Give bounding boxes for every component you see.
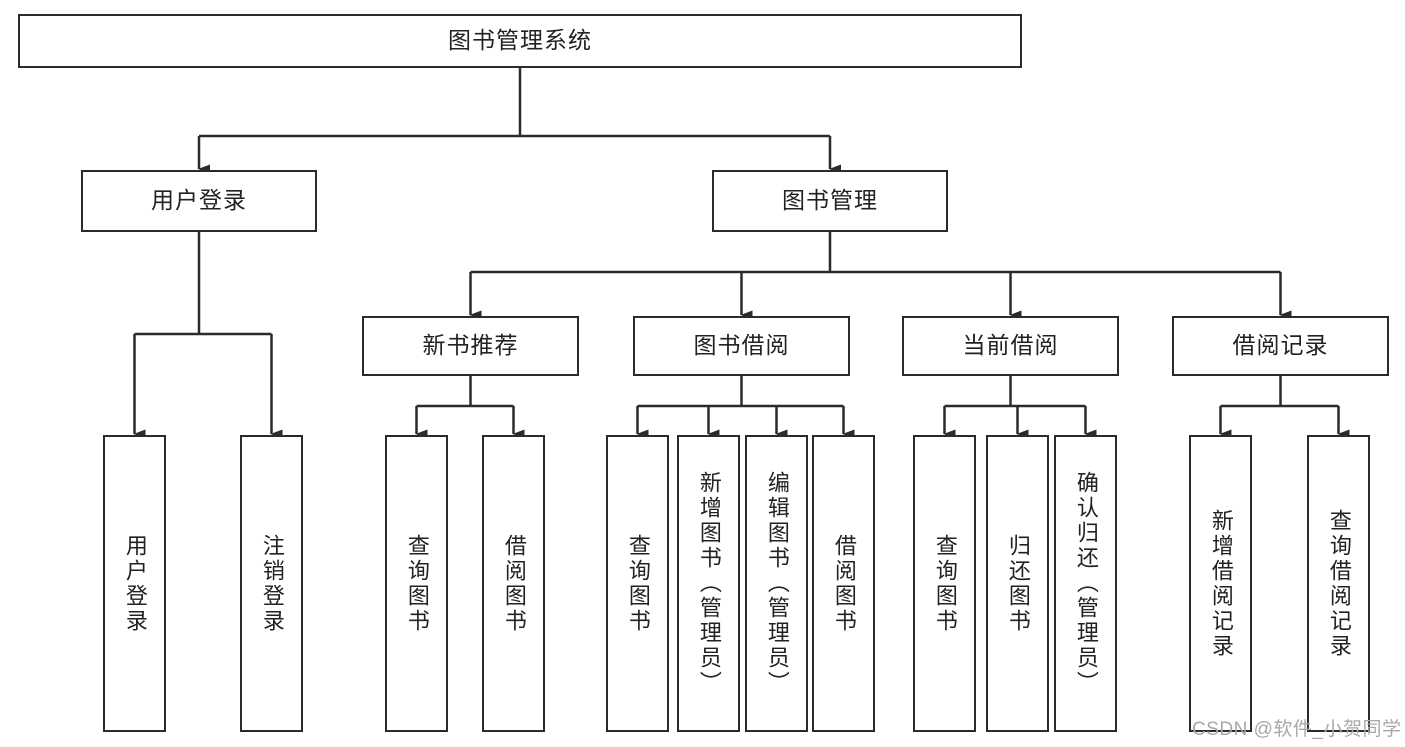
- node-leaf-query-book-2[interactable]: 查询图书: [606, 435, 669, 732]
- node-borrow-record[interactable]: 借阅记录: [1172, 316, 1389, 376]
- node-leaf-borrow-book-2[interactable]: 借阅图书: [812, 435, 875, 732]
- node-leaf-query-book-1[interactable]: 查询图书: [385, 435, 448, 732]
- node-label: 新书推荐: [422, 332, 519, 359]
- node-label: 图书管理系统: [448, 27, 592, 54]
- watermark-label: CSDN @软件_小贺同学: [1192, 719, 1402, 740]
- connector-lines: [133, 68, 1350, 439]
- node-label: 用户登录: [151, 187, 247, 214]
- node-label: 归还图书: [1005, 533, 1031, 634]
- node-label: 新增图书（管理员）: [696, 471, 722, 696]
- node-label: 借阅记录: [1232, 332, 1329, 359]
- node-label: 用户登录: [122, 533, 148, 634]
- node-leaf-return-book[interactable]: 归还图书: [986, 435, 1049, 732]
- node-label: 注销登录: [259, 533, 285, 634]
- node-leaf-query-book-3[interactable]: 查询图书: [913, 435, 976, 732]
- node-root[interactable]: 图书管理系统: [18, 14, 1022, 68]
- node-leaf-logout[interactable]: 注销登录: [240, 435, 303, 732]
- node-label: 查询图书: [625, 533, 651, 634]
- node-label: 编辑图书（管理员）: [764, 471, 790, 696]
- node-label: 借阅图书: [501, 533, 527, 634]
- node-leaf-add-record[interactable]: 新增借阅记录: [1189, 435, 1252, 732]
- node-leaf-confirm-return[interactable]: 确认归还（管理员）: [1054, 435, 1117, 732]
- node-label: 确认归还（管理员）: [1073, 471, 1099, 696]
- node-leaf-query-record[interactable]: 查询借阅记录: [1307, 435, 1370, 732]
- node-leaf-user-login[interactable]: 用户登录: [103, 435, 166, 732]
- node-label: 图书借阅: [693, 332, 790, 359]
- node-current-borrow[interactable]: 当前借阅: [902, 316, 1119, 376]
- node-new-book-rec[interactable]: 新书推荐: [362, 316, 579, 376]
- node-leaf-edit-book[interactable]: 编辑图书（管理员）: [745, 435, 808, 732]
- node-label: 查询图书: [404, 533, 430, 634]
- node-leaf-add-book[interactable]: 新增图书（管理员）: [677, 435, 740, 732]
- node-label: 查询借阅记录: [1326, 508, 1352, 659]
- node-book-borrow[interactable]: 图书借阅: [633, 316, 850, 376]
- node-label: 图书管理: [782, 187, 878, 214]
- node-book-manage[interactable]: 图书管理: [712, 170, 948, 232]
- node-leaf-borrow-book-1[interactable]: 借阅图书: [482, 435, 545, 732]
- node-label: 新增借阅记录: [1208, 508, 1234, 659]
- node-label: 查询图书: [932, 533, 958, 634]
- node-label: 当前借阅: [962, 332, 1059, 359]
- node-user-login[interactable]: 用户登录: [81, 170, 317, 232]
- node-label: 借阅图书: [831, 533, 857, 634]
